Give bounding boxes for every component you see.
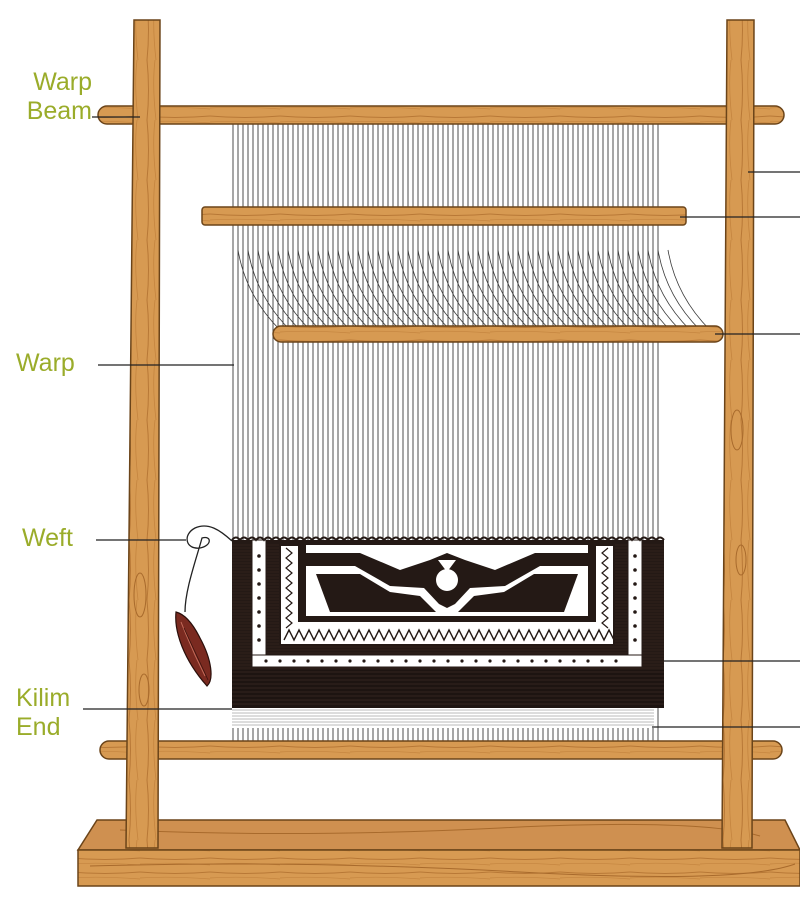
shed-threads: [237, 249, 711, 331]
warp-beam-label-line2: Beam: [26, 97, 92, 125]
kilim-end-threads: [232, 709, 654, 726]
heddle-rod: [272, 325, 724, 343]
weft-edge: [231, 536, 665, 542]
warp-beam: [97, 105, 785, 125]
kilim-border-dots: [257, 554, 637, 663]
kilim-bottom-texture: [232, 671, 664, 705]
kilim-end-label: Kilim End: [16, 684, 84, 742]
kilim-zigzag: [283, 547, 615, 642]
kilim-end-label-line2: End: [16, 713, 61, 741]
left-upright: [125, 19, 161, 849]
right-upright: [721, 19, 755, 849]
weft-yarn: [184, 525, 233, 613]
kilim-end-strip: [232, 708, 654, 728]
shed-rod: [201, 206, 687, 226]
loom-base: [76, 819, 800, 887]
leader-lines: [83, 116, 800, 728]
kilim-weave: [231, 536, 665, 708]
kilim-motif: [306, 553, 588, 612]
bobbin: [175, 611, 212, 687]
warp-label: Warp: [16, 349, 75, 377]
warp-beam-label-line1: Warp: [33, 68, 92, 96]
kilim-end-label-line1: Kilim: [16, 684, 71, 712]
weft-label: Weft: [22, 524, 73, 552]
warp-beam-label: Warp Beam: [8, 68, 92, 126]
cloth-beam: [99, 740, 783, 760]
